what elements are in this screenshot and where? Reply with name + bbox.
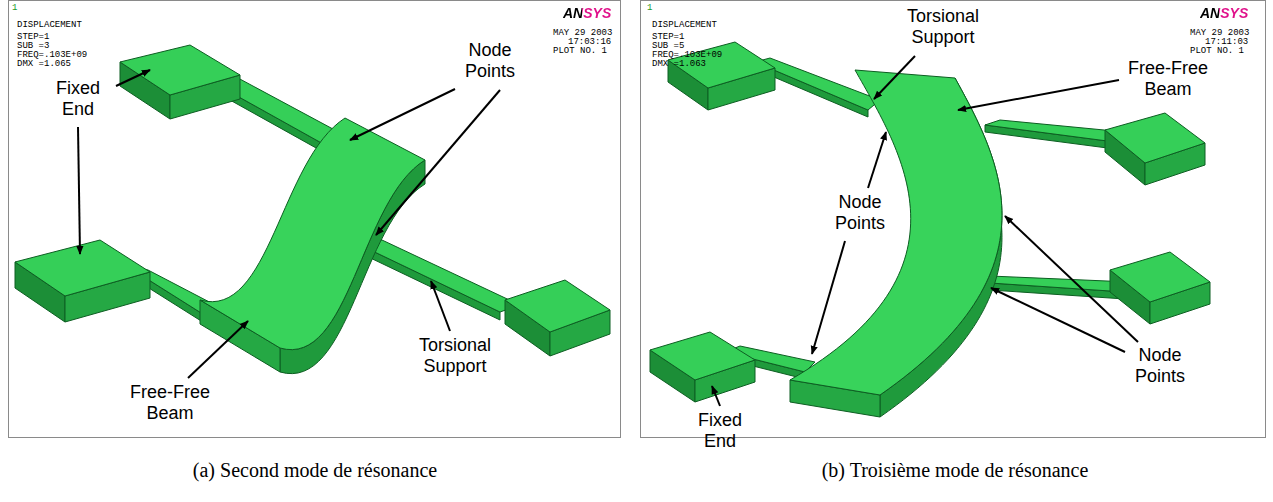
leader-arrow bbox=[350, 89, 455, 140]
plot-header-text: DMX =1.063 bbox=[652, 59, 706, 69]
leader-arrow bbox=[712, 386, 720, 406]
plot-frame bbox=[641, 1, 1266, 438]
plot-header-text: FREQ=.103E+09 bbox=[652, 50, 722, 60]
leader-arrow bbox=[431, 281, 450, 331]
plot-header-text: DMX =1.065 bbox=[17, 59, 71, 69]
caption-text: (a) Second mode de résonance bbox=[55, 458, 575, 482]
caption-text: (b) Troisième mode de résonance bbox=[695, 458, 1215, 482]
anchor-pad bbox=[505, 280, 610, 332]
leader-arrow bbox=[868, 132, 886, 188]
leader-arrow bbox=[991, 288, 1125, 352]
leader-arrow bbox=[874, 56, 915, 99]
leader-arrow bbox=[812, 241, 845, 354]
logo-text: ANSYS bbox=[563, 5, 611, 21]
plot-header-text: PLOT NO. 1 bbox=[1190, 46, 1244, 56]
callout-label: Free-Free Beam bbox=[1123, 58, 1213, 100]
torsional-arm bbox=[975, 276, 1130, 292]
window-number: 1 bbox=[12, 3, 17, 13]
free-free-beam bbox=[790, 70, 1002, 395]
plot-header-text: PLOT NO. 1 bbox=[553, 46, 607, 56]
plot-header-text: STEP=1 bbox=[652, 32, 684, 42]
leader-arrow bbox=[958, 80, 1119, 110]
leader-arrow bbox=[78, 127, 80, 254]
anchor-pad bbox=[1110, 252, 1210, 302]
callout-label: Torsional Support bbox=[893, 6, 993, 48]
window-number: 1 bbox=[647, 3, 652, 13]
plot-header-text: STEP=1 bbox=[17, 32, 49, 42]
leader-arrow bbox=[188, 321, 248, 378]
anchor-pad bbox=[15, 240, 150, 296]
anchor-pad bbox=[650, 332, 755, 380]
plot-header-text: MAY 29 2003 bbox=[1190, 28, 1249, 38]
callout-label: Node Points bbox=[445, 40, 535, 82]
anchor-pad bbox=[1105, 113, 1205, 163]
logo-text: ANSYS bbox=[1200, 5, 1248, 21]
free-free-beam bbox=[200, 118, 425, 350]
leader-arrow bbox=[1005, 216, 1138, 342]
callout-label: Fixed End bbox=[43, 78, 113, 120]
plot-header-text: 17:03:16 bbox=[568, 37, 611, 47]
callout-label: Node Points bbox=[822, 192, 898, 234]
arm-side bbox=[360, 245, 500, 320]
callout-label: Free-Free Beam bbox=[120, 382, 220, 424]
plot-header-text: DISPLACEMENT bbox=[17, 20, 82, 30]
leader-arrow bbox=[376, 90, 500, 235]
plot-header-text: SUB =5 bbox=[652, 41, 684, 51]
callout-label: Node Points bbox=[1120, 345, 1200, 387]
leader-arrow bbox=[116, 70, 150, 86]
plot-header-text: DISPLACEMENT bbox=[652, 20, 717, 30]
plot-header-text: FREQ=.103E+09 bbox=[17, 50, 87, 60]
torsional-arm bbox=[360, 240, 520, 312]
plot-header-text: MAY 29 2003 bbox=[553, 28, 612, 38]
callout-label: Torsional Support bbox=[405, 335, 505, 377]
plot-header-text: SUB =3 bbox=[17, 41, 49, 51]
callout-label: Fixed End bbox=[685, 410, 755, 452]
anchor-pad bbox=[120, 45, 240, 95]
plot-header-text: 17:11:03 bbox=[1205, 37, 1248, 47]
torsional-arm bbox=[985, 120, 1125, 142]
plot-frame bbox=[9, 1, 621, 438]
